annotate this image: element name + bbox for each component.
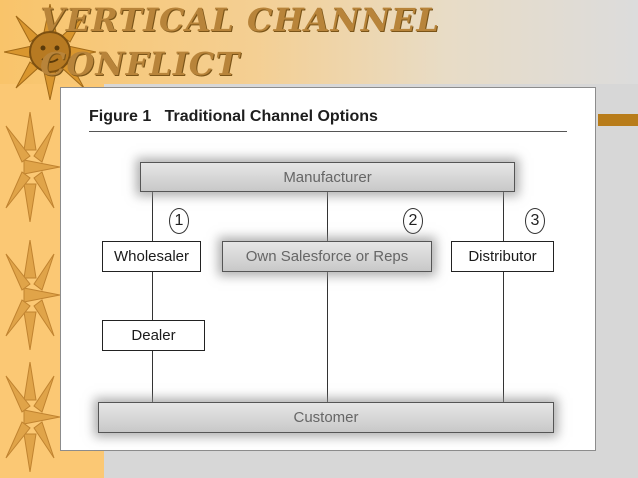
wholesaler-box: Wholesaler [102,241,201,272]
option-number-3: 3 [525,208,545,234]
sun-icon [5,112,60,222]
slide-title: VERTICAL CHANNEL CONFLICT [40,1,440,83]
connector-line-distributor-path [503,192,504,402]
option-number-1: 1 [169,208,189,234]
caption-divider [89,131,567,132]
background-top-band [0,0,638,84]
dealer-box: Dealer [102,320,205,351]
figure-panel: Figure 1 Traditional Channel Options 1 2… [60,87,596,451]
distributor-box: Distributor [451,241,554,272]
connector-line-wholesaler-path [152,192,153,402]
sun-icon [5,362,60,472]
option-number-2: 2 [403,208,423,234]
connector-line-salesforce-path [327,192,328,402]
sun-icon [5,240,60,350]
accent-bar [598,114,638,126]
sun-icon [4,4,96,100]
customer-box: Customer [98,402,554,433]
manufacturer-box: Manufacturer [140,162,515,192]
figure-caption: Figure 1 Traditional Channel Options [89,108,378,125]
own-salesforce-box: Own Salesforce or Reps [222,241,432,272]
